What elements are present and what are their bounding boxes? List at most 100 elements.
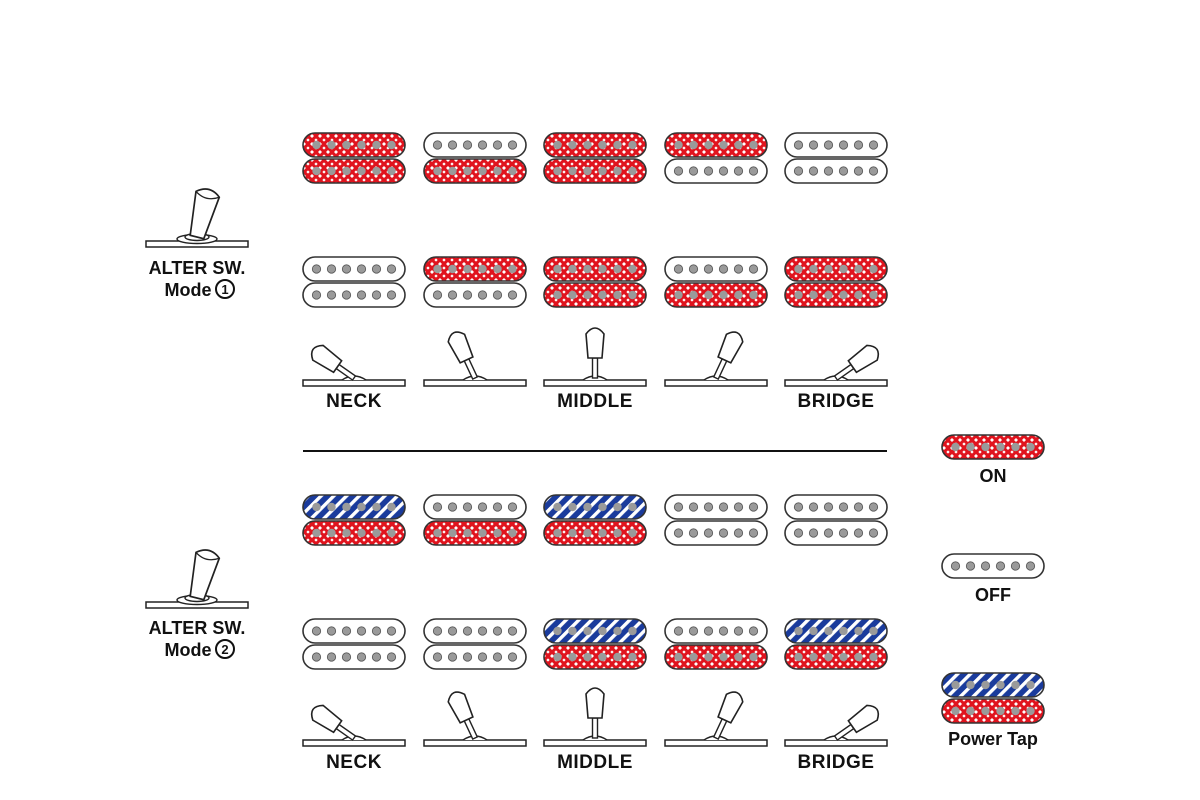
- mode-2-pickup-grid: [302, 494, 888, 670]
- pickup-coil-top: [302, 132, 406, 158]
- pickup-coil-bottom: [664, 520, 768, 546]
- selector-toggle-neck: [302, 704, 406, 747]
- selector-toggle-neck-middle: [423, 331, 527, 387]
- pickup-coil-top: [543, 132, 647, 158]
- pickup-coil-top: [784, 618, 888, 644]
- position-neck-bridge-pickup: [302, 618, 406, 670]
- pickup-coil-top: [784, 132, 888, 158]
- selector-toggle-neck: [302, 344, 406, 387]
- mode-number: 2: [221, 642, 228, 657]
- mode-2-section: NECK MIDDLE BRIDGE ALTER SW. Mode 2: [145, 494, 888, 773]
- position-neck-middle-bridge-pickup: [423, 618, 527, 670]
- pickup-coil-bottom: [784, 158, 888, 184]
- pickup-coil-bottom: [664, 644, 768, 670]
- position-middle-bridge-bridge-pickup: [664, 256, 768, 308]
- selector-toggle-neck-middle: [423, 691, 527, 747]
- pickup-coil-bottom: [543, 282, 647, 308]
- position-middle-bridge-pickup: [543, 256, 647, 308]
- pickup-coil-bottom: [664, 158, 768, 184]
- selector-toggle-middle: [543, 327, 647, 387]
- pickup-coil-bottom: [784, 644, 888, 670]
- pickup-coil-top: [302, 618, 406, 644]
- legend-off-label: OFF: [975, 585, 1011, 605]
- position-middle-bridge-pickup: [543, 618, 647, 670]
- legend-on-label: ON: [980, 466, 1007, 486]
- legend-tap-coil-top: [941, 672, 1045, 698]
- legend-on-swatch: [941, 434, 1045, 460]
- pickup-coil-top: [302, 256, 406, 282]
- pickup-coil-bottom: [543, 520, 647, 546]
- position-neck-middle-bridge-pickup: [423, 256, 527, 308]
- mode-2-position-labels: NECK MIDDLE BRIDGE: [326, 752, 874, 773]
- legend-power-tap-swatch: [941, 672, 1045, 724]
- position-neck-neck-pickup: [302, 494, 406, 546]
- selector-toggle-middle-bridge: [664, 331, 768, 387]
- position-label-bridge: BRIDGE: [798, 391, 875, 412]
- alter-switch-icon: [145, 549, 249, 609]
- mode-label: Mode: [165, 640, 212, 660]
- pickup-coil-top: [543, 618, 647, 644]
- alter-switch-mode-2: ALTER SW. Mode 2: [145, 549, 249, 660]
- pickup-coil-bottom: [423, 158, 527, 184]
- pickup-coil-bottom: [302, 158, 406, 184]
- pickup-coil-bottom: [664, 282, 768, 308]
- pickup-coil-bottom: [423, 644, 527, 670]
- position-bridge-bridge-pickup: [784, 256, 888, 308]
- legend-on-coil: [941, 434, 1045, 460]
- position-middle-bridge-bridge-pickup: [664, 618, 768, 670]
- pickup-coil-bottom: [302, 520, 406, 546]
- position-label-neck: NECK: [326, 391, 382, 412]
- selector-toggle-middle: [543, 687, 647, 747]
- pickup-coil-bottom: [784, 520, 888, 546]
- pickup-coil-top: [543, 256, 647, 282]
- pickup-coil-top: [423, 132, 527, 158]
- alter-switch-label: ALTER SW.: [149, 258, 246, 278]
- mode-number-badge: 1: [215, 279, 235, 299]
- position-middle-neck-pickup: [543, 494, 647, 546]
- alter-switch-label: ALTER SW.: [149, 618, 246, 638]
- pickup-coil-bottom: [423, 520, 527, 546]
- pickup-coil-top: [784, 494, 888, 520]
- pickup-coil-bottom: [543, 158, 647, 184]
- pickup-coil-bottom: [423, 282, 527, 308]
- position-middle-neck-pickup: [543, 132, 647, 184]
- pickup-coil-bottom: [302, 282, 406, 308]
- position-label-neck: NECK: [326, 752, 382, 773]
- pickup-coil-bottom: [302, 644, 406, 670]
- legend-tap-coil-bottom: [941, 698, 1045, 724]
- position-neck-middle-neck-pickup: [423, 132, 527, 184]
- mode-1-pickup-grid: [302, 132, 888, 308]
- position-neck-middle-neck-pickup: [423, 494, 527, 546]
- selector-toggle-bridge: [784, 704, 888, 747]
- position-label-bridge: BRIDGE: [798, 752, 875, 773]
- selector-toggle-bridge: [784, 344, 888, 387]
- pickup-coil-top: [664, 618, 768, 644]
- legend-power-tap-label: Power Tap: [948, 729, 1038, 749]
- alter-switch-mode-1: ALTER SW. Mode 1: [145, 188, 249, 300]
- legend: ON OFF Power Tap: [941, 434, 1045, 749]
- alter-toggle-lever: [145, 188, 249, 248]
- position-label-middle: MIDDLE: [557, 752, 633, 773]
- legend-off-coil: [941, 553, 1045, 579]
- pickup-coil-top: [543, 494, 647, 520]
- pickup-coil-top: [423, 494, 527, 520]
- mode-1-section: NECK MIDDLE BRIDGE ALTER SW. Mode 1: [145, 132, 888, 412]
- position-bridge-bridge-pickup: [784, 618, 888, 670]
- mode-number: 1: [221, 282, 228, 297]
- alter-toggle-lever: [145, 549, 249, 609]
- pickup-coil-top: [784, 256, 888, 282]
- pickup-coil-top: [664, 494, 768, 520]
- position-middle-bridge-neck-pickup: [664, 494, 768, 546]
- legend-off-swatch: [941, 553, 1045, 579]
- mode-label: Mode: [165, 280, 212, 300]
- position-neck-neck-pickup: [302, 132, 406, 184]
- position-label-middle: MIDDLE: [557, 391, 633, 412]
- pickup-coil-bottom: [543, 644, 647, 670]
- mode-number-badge: 2: [215, 639, 235, 659]
- position-bridge-neck-pickup: [784, 494, 888, 546]
- pickup-coil-top: [423, 618, 527, 644]
- position-middle-bridge-neck-pickup: [664, 132, 768, 184]
- selector-toggle-middle-bridge: [664, 691, 768, 747]
- mode-2-selector-toggles: [302, 687, 888, 747]
